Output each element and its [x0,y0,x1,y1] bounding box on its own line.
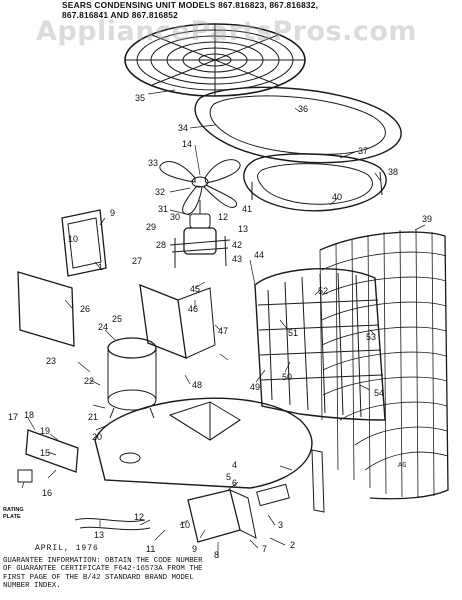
guarantee-information: GUARANTEE INFORMATION: OBTAIN THE CODE N… [3,557,459,590]
part-label-44: 44 [254,250,264,260]
part-label-12-lower: 12 [134,512,144,522]
part-label-39: 39 [422,214,432,224]
part-label-1: 1 [98,262,103,272]
part-label-19: 19 [40,426,50,436]
part-label-35: 35 [135,93,145,103]
part-label-31: 31 [158,204,168,214]
leader-lines [21,89,426,558]
base-pan [94,397,313,489]
fan-motor [169,200,231,268]
part-label-28: 28 [156,240,166,250]
part-label-6: 6 [232,478,237,488]
fan-guard-grille [124,23,306,97]
guarantee-line-3: FIRST PAGE OF THE B/42 STANDARD BRAND MO… [3,573,194,582]
part-label-43: 43 [232,254,242,264]
part-label-47: 47 [218,326,228,336]
part-label-29: 29 [146,222,156,232]
part-label-54: 54 [374,388,384,398]
compressor [107,337,157,419]
part-label-41: 41 [242,204,252,214]
access-panel [17,271,75,347]
guarantee-line-1: GUARANTEE INFORMATION: OBTAIN THE CODE N… [3,557,203,565]
part-label-13-lower: 13 [94,530,104,540]
part-label-33: 33 [148,158,158,168]
part-label-16: 16 [42,488,52,498]
part-label-22: 22 [84,376,94,386]
part-label-42: 42 [232,240,242,250]
part-number-labels: 35 36 34 14 37 33 38 32 40 31 41 9 30 12… [8,93,432,560]
part-label-25: 25 [112,314,122,324]
part-label-50: 50 [282,372,292,382]
part-label-51: 51 [288,328,298,338]
part-label-23: 23 [46,356,56,366]
part-label-15: 15 [40,448,50,458]
part-label-14: 14 [182,139,192,149]
part-label-21: 21 [88,412,98,422]
control-box [187,483,290,543]
rating-plate-label: RATING PLATE [3,507,24,520]
part-label-48: 48 [192,380,202,390]
part-label-5: 5 [226,472,231,482]
part-label-10-lower: 10 [180,520,190,530]
part-label-40: 40 [332,192,342,202]
corner-mark: AG [398,462,407,470]
part-label-36: 36 [298,104,308,114]
part-label-49: 49 [250,382,260,392]
part-label-53: 53 [366,332,376,342]
part-label-3: 3 [278,520,283,530]
part-label-37: 37 [358,146,368,156]
part-label-8: 8 [214,550,219,560]
orifice-ring [243,153,387,212]
diagram-date: APRIL, 1976 [35,544,99,553]
part-label-17: 17 [8,412,18,422]
terminal-board [17,429,79,483]
top-panel [194,86,402,164]
side-panel-left [61,209,107,277]
control-panel [139,283,216,360]
condenser-coil [254,267,386,421]
part-label-18: 18 [24,410,34,420]
part-label-13: 13 [238,224,248,234]
part-label-26: 26 [80,304,90,314]
part-label-32: 32 [155,187,165,197]
part-label-24: 24 [98,322,108,332]
guarantee-line-4: NUMBER INDEX. [3,581,61,590]
part-label-45: 45 [190,284,200,294]
part-label-11: 11 [146,544,155,554]
part-label-9-lower: 9 [192,544,197,554]
guarantee-line-2: OF GUARANTEE CERTIFICATE F642-16573A FRO… [3,565,203,574]
part-label-34: 34 [178,123,188,133]
title-line-2: 867.816841 AND 867.816852 [62,10,178,20]
part-label-30: 30 [170,212,180,222]
part-label-38: 38 [388,167,398,177]
diagram-title: SEARS CONDENSING UNIT MODELS 867.816823,… [62,0,460,20]
part-label-20: 20 [92,432,102,442]
part-label-10: 10 [68,234,78,244]
part-label-27: 27 [132,256,142,266]
coil-grille [319,229,449,500]
title-line-1: SEARS CONDENSING UNIT MODELS 867.816823,… [62,0,319,10]
part-label-12: 12 [218,212,228,222]
part-label-46: 46 [188,304,198,314]
part-label-9: 9 [110,208,115,218]
part-label-4: 4 [232,460,237,470]
part-label-7: 7 [262,544,267,554]
service-strip [311,449,325,513]
part-label-2: 2 [290,540,295,550]
part-label-52: 52 [318,286,328,296]
wiring-harness [74,518,151,531]
